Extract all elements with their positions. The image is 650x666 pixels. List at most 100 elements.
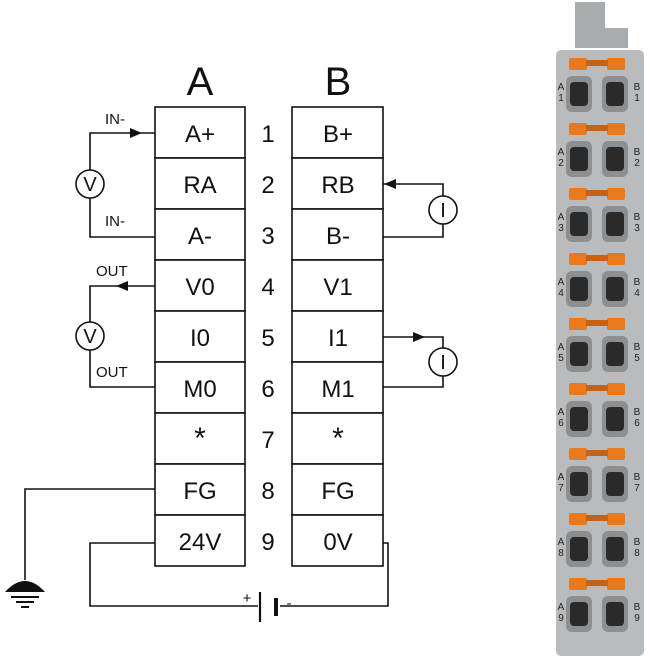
terminal-a-label: 24V xyxy=(179,529,222,556)
latch-icon xyxy=(607,448,625,460)
slot-a-letter: A xyxy=(558,147,565,158)
label-in-minus-top: IN- xyxy=(105,111,125,128)
wire-in-bottom xyxy=(89,198,155,238)
latch-icon xyxy=(607,123,625,135)
voltmeter-output-icon xyxy=(75,321,105,351)
terminal-b-label: B- xyxy=(326,223,350,250)
terminal-b-label: FG xyxy=(321,478,354,505)
slot-a-letter: A xyxy=(558,537,565,548)
wire-hole-icon xyxy=(606,147,624,171)
slot-b-number: 5 xyxy=(634,353,640,364)
terminal-a-label: M0 xyxy=(183,376,216,403)
wire-hole-icon xyxy=(570,277,588,301)
battery-minus-label: - xyxy=(287,595,292,612)
terminal-a-cell xyxy=(154,514,246,567)
latch-icon xyxy=(607,58,625,70)
terminal-number: 4 xyxy=(261,274,274,301)
terminal-b-label: * xyxy=(332,422,344,455)
battery-plus-label: + xyxy=(243,590,252,607)
latch-icon xyxy=(569,318,587,330)
latch-icon xyxy=(607,578,625,590)
terminal-a-label: A+ xyxy=(185,121,215,148)
terminal-number: 8 xyxy=(261,478,274,505)
terminal-b-label: V1 xyxy=(323,274,352,301)
slot-a-number: 3 xyxy=(558,223,564,234)
slot-a-number: 2 xyxy=(558,158,564,169)
wire-hole-icon xyxy=(606,602,624,626)
slot-b-letter: B xyxy=(634,537,641,548)
column-a-header: A xyxy=(187,60,214,104)
wire-current-out-bottom xyxy=(383,376,444,388)
label-out-top: OUT xyxy=(96,263,128,280)
arrow-current-out xyxy=(413,332,425,342)
terminal-a-label: RA xyxy=(183,172,216,199)
terminal-b-cell xyxy=(291,514,384,567)
slot-a-letter: A xyxy=(558,407,565,418)
connector-top-hook xyxy=(575,2,628,48)
column-b-header: B xyxy=(325,60,352,104)
terminal-b-label: B+ xyxy=(323,121,353,148)
wire-hole-icon xyxy=(570,147,588,171)
arrow-current-in xyxy=(384,179,396,189)
slot-b-letter: B xyxy=(634,407,641,418)
terminal-number: 3 xyxy=(261,223,274,250)
wire-current-in-bottom xyxy=(383,224,444,238)
wire-hole-icon xyxy=(606,212,624,236)
slot-b-number: 3 xyxy=(634,223,640,234)
arrow-in-top xyxy=(130,128,142,138)
latch-icon xyxy=(569,123,587,135)
latch-icon xyxy=(569,448,587,460)
terminal-number: 9 xyxy=(261,529,274,556)
terminal-b-cell xyxy=(291,310,384,363)
terminal-a-cell xyxy=(154,259,246,312)
latch-icon xyxy=(569,188,587,200)
voltmeter-label: V xyxy=(83,174,97,196)
voltmeter-icon xyxy=(75,169,105,199)
label-out-bottom: OUT xyxy=(96,364,128,381)
terminal-number: 2 xyxy=(261,172,274,199)
wire-hole-icon xyxy=(606,407,624,431)
terminal-b-label: 0V xyxy=(323,529,352,556)
terminal-b-cell xyxy=(291,106,384,159)
latch-icon xyxy=(569,253,587,265)
wire-hole-icon xyxy=(606,82,624,106)
slot-a-number: 1 xyxy=(558,93,564,104)
latch-icon xyxy=(569,383,587,395)
slot-a-number: 7 xyxy=(558,483,564,494)
terminal-number: 1 xyxy=(261,121,274,148)
wire-hole-icon xyxy=(570,602,588,626)
current-output-circuit: I xyxy=(383,332,458,388)
slot-a-number: 4 xyxy=(558,288,564,299)
slot-b-number: 6 xyxy=(634,418,640,429)
ground-icon xyxy=(5,581,45,592)
power-supply-circuit: + - xyxy=(89,542,389,622)
wire-hole-icon xyxy=(606,342,624,366)
slot-a-number: 6 xyxy=(558,418,564,429)
wire-hole-icon xyxy=(570,472,588,496)
wire-supply-minus xyxy=(280,542,389,607)
terminal-b-label: RB xyxy=(321,172,354,199)
slot-b-number: 9 xyxy=(634,613,640,624)
voltage-output-circuit: V OUT OUT xyxy=(75,263,155,388)
latch-icon xyxy=(607,513,625,525)
terminal-b-cell xyxy=(291,412,384,465)
latch-icon xyxy=(607,318,625,330)
latch-icon xyxy=(569,578,587,590)
latch-icon xyxy=(607,253,625,265)
ground-circuit xyxy=(5,488,155,608)
slot-a-letter: A xyxy=(558,277,565,288)
wire-hole-icon xyxy=(570,537,588,561)
terminal-number: 7 xyxy=(261,427,274,454)
ammeter-label: I xyxy=(440,200,446,222)
voltage-input-circuit: V IN- IN- xyxy=(75,111,155,238)
slot-b-number: 1 xyxy=(634,93,640,104)
terminal-a-label: FG xyxy=(183,478,216,505)
